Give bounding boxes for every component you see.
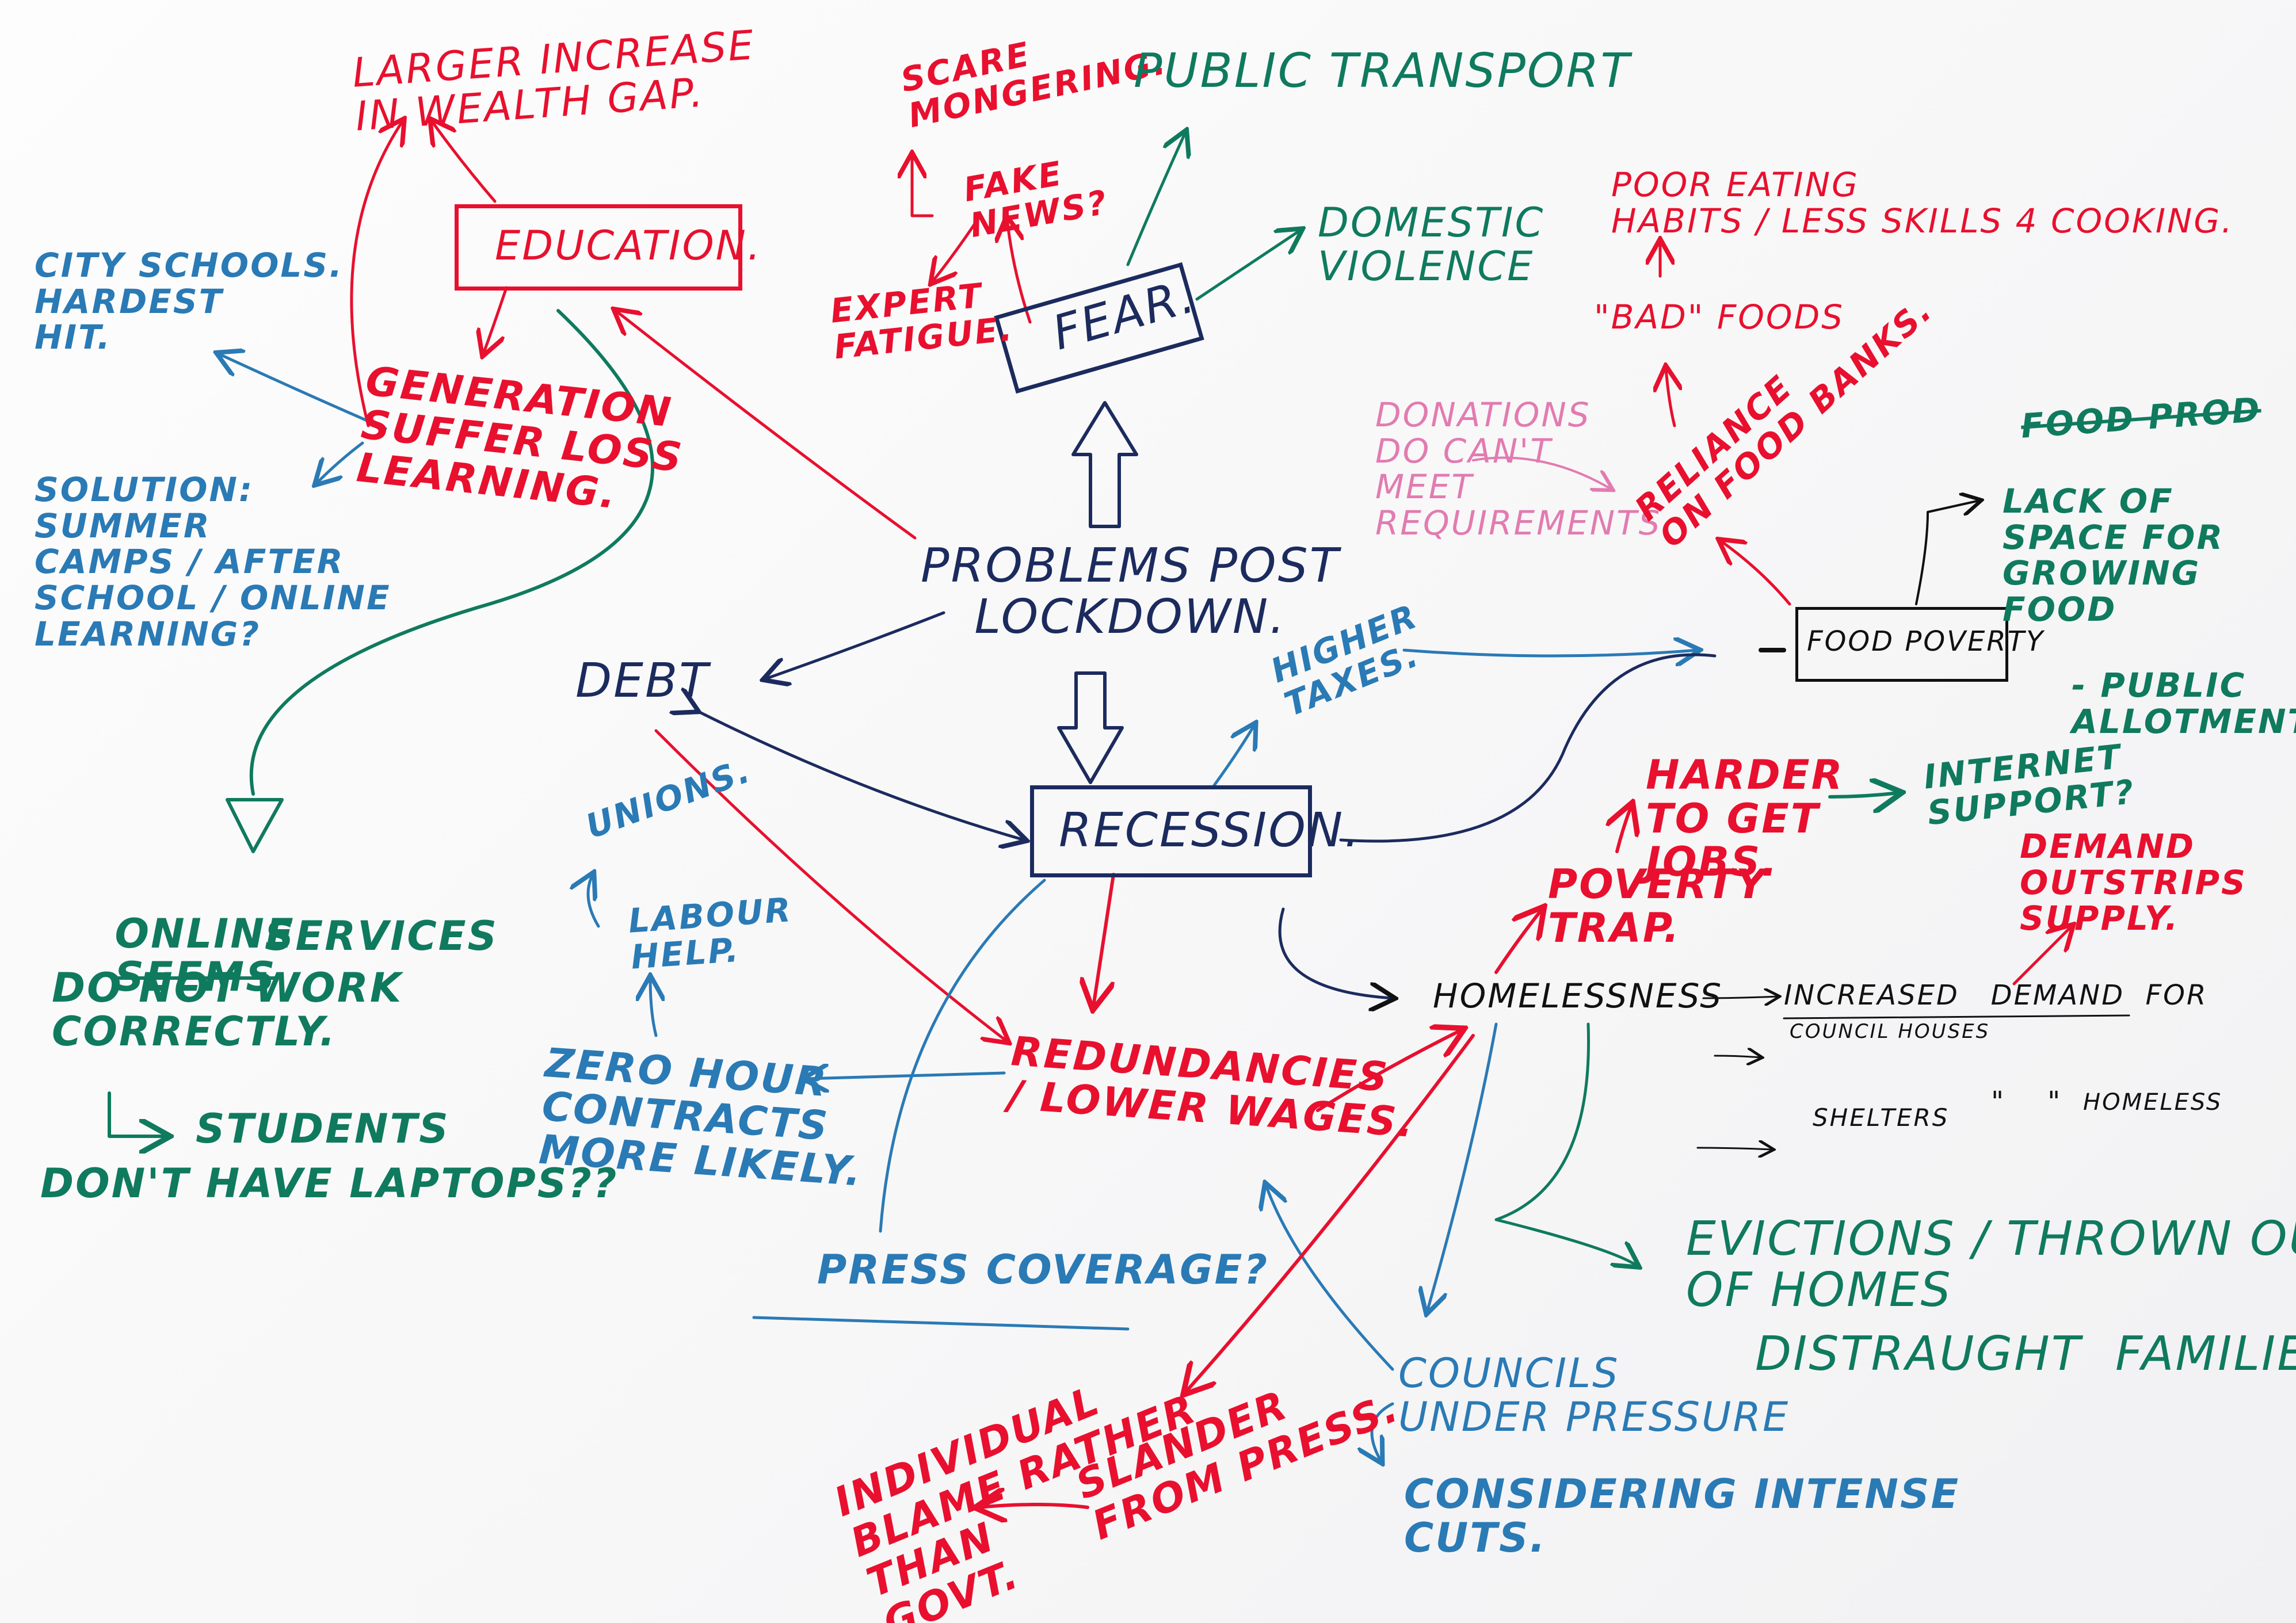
arrow-slander-individual: [978, 1504, 1089, 1507]
arrow-education-wealth: [350, 121, 403, 427]
zero-hour-label: ZERO HOUR CONTRACTS MORE LIKELY.: [537, 1039, 864, 1196]
homelessness-label: HOMELESSNESS: [1433, 976, 1723, 1015]
poor-eating-label: POOR EATING HABITS / LESS SKILLS 4 COOKI…: [1611, 165, 2234, 240]
arrow-food-reliance: [1721, 541, 1791, 606]
arrow-recession-redundancies: [1093, 873, 1115, 1007]
arrow-recession-homeless: [1278, 907, 1393, 998]
online-services-label: ONLINE SEEMS: [52, 869, 295, 1042]
arrow-redundancies-zero: [806, 1073, 1006, 1079]
bad-foods-label: "BAD" FOODS: [1594, 297, 1845, 337]
arrow-recession-press: [879, 879, 1046, 1233]
arrow-education-online: [249, 309, 655, 796]
public-transport-label: PUBLIC TRANSPORT: [1134, 44, 1631, 98]
arrow-recession-food: [1339, 653, 1717, 843]
education-label: EDUCATION.: [495, 222, 762, 269]
arrow-homeless-increased: [1702, 996, 1778, 998]
increased-demand-label: INCREASED DEMAND FOR: [1784, 979, 2208, 1011]
increased-underline: [1783, 1014, 2130, 1019]
arrow-councils-redundancies: [1266, 1185, 1394, 1371]
domestic-violence-label: DOMESTIC VIOLENCE: [1318, 199, 1545, 290]
food-poverty-box: [1795, 607, 2008, 682]
arrow-debt-recession: [696, 711, 1024, 840]
donations-label: DONATIONS DO CAN'T MEET REQUIREMENTS.: [1375, 395, 1674, 543]
arrow-fear-domestic: [1195, 230, 1300, 301]
labour-help-label: LABOUR HELP.: [627, 890, 794, 977]
do-not-work-label: DO NOT WORK CORRECTLY.: [52, 964, 403, 1055]
arrow-homeless-councils: [1427, 1022, 1498, 1312]
demand-outstrips-label: DEMAND OUTSTRIPS SUPPLY.: [2020, 827, 2247, 938]
arrow-zero-labour: [650, 978, 656, 1037]
laptops-label: DON'T HAVE LAPTOPS??: [40, 1160, 619, 1207]
arrow-trap-jobs: [1617, 805, 1631, 853]
bracket-fake-scare: [912, 155, 934, 217]
arrow-labour-unions: [588, 874, 600, 928]
arrow-education-wealth-2: [432, 121, 497, 203]
harder-to-get-jobs-label: HARDER TO GET JOBS.: [1646, 751, 1844, 886]
lack-of-space-label: LACK OF SPACE FOR GROWING FOOD: [2003, 482, 2225, 629]
council-houses-label: COUNCIL HOUSES: [1790, 1020, 1990, 1043]
arrow-generation-city: [219, 354, 387, 430]
hollow-arrow-down: [1057, 671, 1124, 784]
problems-post-lockdown: PROBLEMS POST LOCKDOWN.: [921, 539, 1340, 644]
food-poverty-label: FOOD POVERTY: [1807, 625, 2045, 658]
online-services-rest: SERVICES: [265, 912, 498, 960]
arrow-donations-reliance: [1472, 456, 1611, 489]
ditto-marks: " ": [1991, 1086, 2062, 1118]
arrow-homeless-individual: [1185, 1034, 1475, 1392]
arrow-fear-fakenews: [1007, 219, 1032, 324]
hook-councils: [1372, 1402, 1394, 1461]
debt-label: DEBT: [575, 654, 710, 708]
poverty-trap-label: POVERTY TRAP.: [1548, 861, 1767, 952]
arrow-food-lack: [1915, 501, 1980, 605]
arrow-fake-expert: [932, 217, 980, 282]
online-struck-word: SEEMS: [115, 953, 277, 1001]
evictions-label: EVICTIONS / THROWN OUT OF HOMES: [1686, 1212, 2296, 1318]
arrow-recession-taxes: [1212, 725, 1254, 787]
arrow-education-generation: [483, 286, 508, 354]
arrow-homeless-evictions: [1494, 1022, 1637, 1266]
ditto-arrow-1: [1714, 1056, 1761, 1057]
recession-label: RECESSION.: [1059, 803, 1361, 858]
arrow-generation-solution: [316, 441, 364, 483]
councils-label: COUNCILS UNDER PRESSURE: [1398, 1350, 1790, 1441]
hollow-arrow-up: [1071, 401, 1138, 528]
arrow-jobs-internet: [1828, 793, 1899, 797]
education-box: [455, 204, 742, 291]
press-coverage-label: PRESS COVERAGE?: [817, 1246, 1269, 1293]
online-word: ONLINE: [115, 910, 295, 957]
city-schools-label: CITY SCHOOLS. HARDEST HIT.: [35, 246, 344, 357]
distraught-families-label: DISTRAUGHT FAMILIES: [1755, 1327, 2296, 1381]
arrow-problems-debt: [765, 611, 945, 679]
arrow-increased-demand: [2012, 926, 2072, 986]
homeless-label: HOMELESS: [2083, 1089, 2223, 1116]
hook-students: [108, 1091, 167, 1136]
solution-label: SOLUTION: SUMMER CAMPS / AFTER SCHOOL / …: [35, 470, 391, 654]
allotments-label: - PUBLIC ALLOTMENTS: [2072, 666, 2296, 741]
arrow-redundancies-homeless: [1316, 1030, 1462, 1112]
arrow-fear-transport: [1126, 132, 1185, 266]
arrow-taxes-food: [1402, 650, 1698, 656]
ditto-arrow-2: [1696, 1148, 1772, 1150]
arrow-problems-education: [616, 311, 917, 540]
press-underline: [752, 1316, 1130, 1331]
hollow-arrowhead-online: [226, 798, 284, 853]
arrow-debt-redundancies: [654, 729, 1007, 1041]
arrow-homeless-trap: [1494, 909, 1542, 974]
shelters-label: SHELTERS: [1813, 1103, 1950, 1132]
students-label: STUDENTS: [196, 1105, 450, 1152]
recession-box: [1030, 785, 1312, 877]
arrow-reliance-bad: [1666, 368, 1675, 427]
considering-cuts-label: CONSIDERING INTENSE CUTS.: [1404, 1471, 1961, 1561]
